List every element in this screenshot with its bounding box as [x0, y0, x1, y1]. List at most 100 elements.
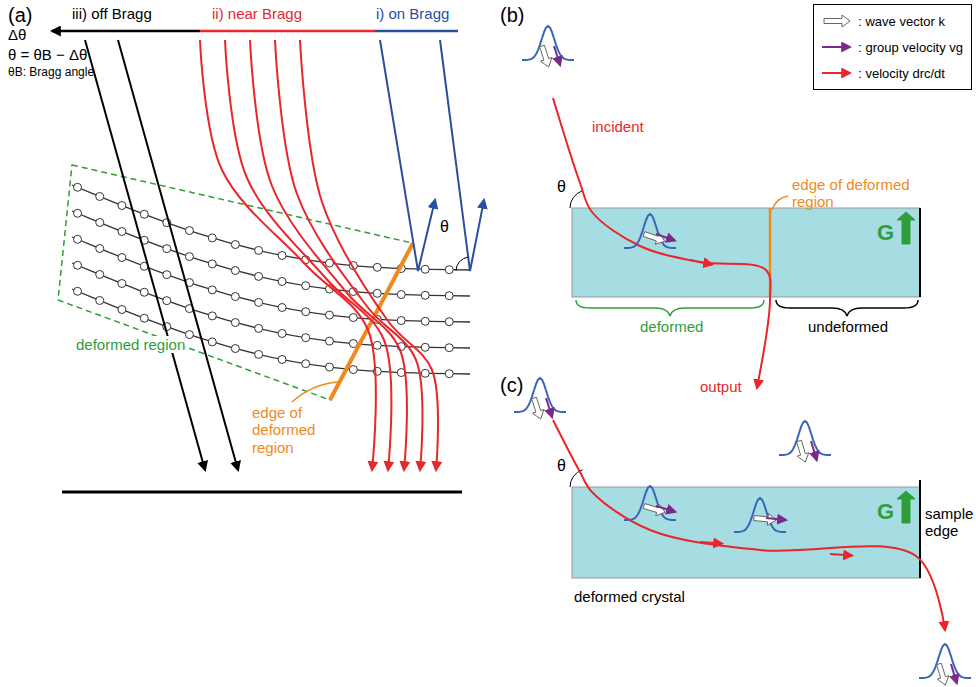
atom [118, 254, 126, 262]
wave-vector-sample [824, 15, 850, 27]
deformed-brace [576, 300, 764, 316]
atom [255, 324, 263, 332]
legend-sample [818, 12, 858, 30]
annotation: Δθ [8, 26, 26, 43]
group-velocity-arrow [951, 664, 957, 683]
annotation: output [700, 378, 742, 395]
atom [255, 246, 263, 254]
atom [325, 363, 333, 371]
atom [373, 289, 381, 297]
on-bragg-ray [440, 40, 484, 271]
atom [421, 343, 429, 351]
annotation: deformed crystal [574, 588, 685, 605]
atom [278, 355, 286, 363]
atom [140, 314, 148, 322]
atom [445, 318, 453, 326]
group-velocity-sample [822, 46, 850, 48]
atom [445, 292, 453, 300]
annotation: deformed [640, 318, 703, 335]
atom [397, 317, 405, 325]
panel-letter: (a) [8, 4, 32, 27]
velocity-arrow [690, 260, 712, 265]
atom [255, 350, 263, 358]
group-velocity-arrow [656, 506, 675, 512]
atom [302, 308, 310, 316]
atom [278, 303, 286, 311]
atom [445, 344, 453, 352]
near-bragg-axis [200, 30, 375, 33]
annotation: edge of deformed region [252, 404, 332, 456]
atom [231, 267, 239, 275]
group-velocity-arrow [554, 46, 560, 65]
atom [140, 288, 148, 296]
atom [302, 334, 310, 342]
atom [208, 338, 216, 346]
velocity-arrow [830, 554, 852, 556]
angle-arc [570, 191, 583, 208]
annotation: edge of deformed region [792, 176, 917, 211]
vector-label: G [877, 220, 894, 246]
atom [373, 263, 381, 271]
wave-packet [624, 214, 676, 248]
atom [163, 271, 171, 279]
atom [373, 341, 381, 349]
atom [74, 235, 82, 243]
atom [278, 329, 286, 337]
deformed-region-outline [58, 165, 412, 400]
panel-letter: (b) [500, 4, 524, 27]
sample-edge-line [919, 480, 921, 578]
atom [163, 245, 171, 253]
group-velocity-arrow [811, 441, 817, 460]
atom [325, 311, 333, 319]
annotation: deformed region [76, 336, 185, 353]
near-bragg-ray [300, 40, 438, 470]
atom [96, 244, 104, 252]
panel-letter: (c) [500, 374, 523, 397]
lattice-plane [72, 289, 470, 374]
wave-vector-arrow [532, 397, 544, 419]
atom [118, 306, 126, 314]
atom [96, 296, 104, 304]
leader-line [772, 196, 788, 210]
atom [231, 241, 239, 249]
near-bragg-ray [200, 40, 376, 470]
panel-a [52, 31, 484, 492]
legend-text: : group velocity vg [858, 40, 963, 55]
legend-sample [818, 38, 858, 56]
atom [74, 261, 82, 269]
annotation: undeformed [808, 318, 888, 335]
vector-label: G [877, 499, 894, 525]
atom [349, 314, 357, 322]
atom [208, 234, 216, 242]
atom [278, 277, 286, 285]
group-velocity-arrow [656, 234, 675, 241]
trajectory [553, 420, 945, 630]
wave-vector-arrow [643, 504, 665, 516]
g-vector-arrow [897, 491, 915, 523]
annotation: θ = θB − Δθ [8, 46, 87, 63]
atom [421, 265, 429, 273]
atom [208, 260, 216, 268]
atom [445, 370, 453, 378]
atom [231, 293, 239, 301]
sample-edge-line [919, 208, 921, 297]
wave-packet [734, 498, 786, 532]
legend-text: : wave vector k [858, 14, 945, 29]
g-vector-arrow [897, 212, 915, 244]
wave-vector-arrow [540, 45, 552, 67]
off-bragg-ray [118, 40, 238, 470]
on-bragg-axis [375, 30, 458, 33]
undeformed-brace [776, 300, 918, 316]
screen-line [62, 491, 462, 494]
atom [231, 319, 239, 327]
atom [163, 297, 171, 305]
legend-row: : velocity drc/dt [818, 60, 963, 86]
trajectory [553, 98, 771, 388]
atom [118, 202, 126, 210]
atom [278, 251, 286, 259]
atom [185, 331, 193, 339]
atom [302, 360, 310, 368]
crystal-slab-box: G [572, 487, 920, 578]
wave-packet [522, 26, 574, 60]
